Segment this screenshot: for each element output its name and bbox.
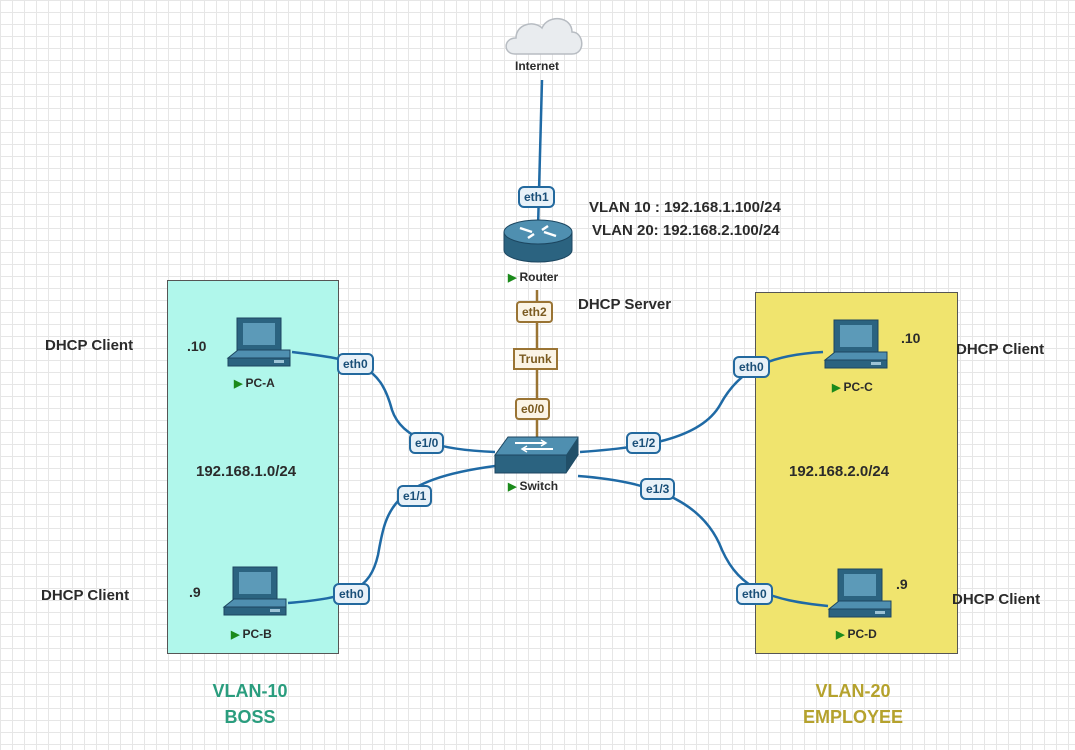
vlan20-name: VLAN-20: [815, 681, 891, 701]
play-icon[interactable]: ▶: [836, 629, 845, 641]
port-switch-e1-0: e1/0: [409, 432, 445, 454]
link-pca-switch: [291, 350, 496, 454]
router-name: Router: [519, 270, 559, 284]
pc-c-role: DHCP Client: [956, 341, 1045, 358]
router-vlan10-ip: VLAN 10 : 192.168.1.100/24: [589, 199, 781, 216]
vlan20-subnet: 192.168.2.0/24: [789, 463, 890, 480]
pc-b-icon: [222, 566, 287, 616]
router-vlan20-ip: VLAN 20: 192.168.2.100/24: [592, 222, 780, 239]
play-icon[interactable]: ▶: [234, 378, 243, 390]
vlan10-caption: VLAN-10 BOSS: [190, 678, 310, 730]
play-icon[interactable]: ▶: [832, 382, 841, 394]
pc-a-role: DHCP Client: [45, 337, 134, 354]
switch-icon: [494, 436, 579, 474]
internet-label: Internet: [515, 59, 560, 73]
vlan10-subnet: 192.168.1.0/24: [196, 463, 297, 480]
pc-d-label[interactable]: ▶PC-D: [836, 627, 877, 641]
pc-b-label[interactable]: ▶PC-B: [231, 627, 272, 641]
pc-c-host: .10: [901, 330, 921, 346]
pc-b-role: DHCP Client: [41, 587, 130, 604]
link-pcb-switch: [287, 464, 496, 605]
play-icon[interactable]: ▶: [508, 272, 517, 284]
port-pca-eth0: eth0: [337, 353, 374, 375]
pc-a-label[interactable]: ▶PC-A: [234, 376, 275, 390]
dhcp-server-label: DHCP Server: [578, 296, 672, 313]
link-pcc-switch: [579, 350, 824, 454]
trunk-label: Trunk: [513, 348, 558, 370]
router-label[interactable]: ▶Router: [508, 270, 558, 284]
vlan20-caption: VLAN-20 EMPLOYEE: [788, 678, 918, 730]
pc-a-name: PC-A: [245, 376, 275, 390]
pc-b-host: .9: [189, 584, 201, 600]
vlan10-name: VLAN-10: [212, 681, 288, 701]
port-switch-e0-0: e0/0: [515, 398, 551, 420]
vlan20-group: EMPLOYEE: [802, 707, 904, 727]
pc-c-icon: [823, 319, 888, 369]
port-switch-e1-1: e1/1: [397, 485, 433, 507]
pc-c-name: PC-C: [843, 380, 873, 394]
pc-d-role: DHCP Client: [952, 591, 1041, 608]
cloud-icon: [505, 18, 583, 55]
pc-d-host: .9: [896, 576, 908, 592]
pc-b-name: PC-B: [242, 627, 272, 641]
pc-a-icon: [226, 317, 291, 367]
port-switch-e1-2: e1/2: [626, 432, 662, 454]
router-icon: [503, 219, 573, 263]
port-pcd-eth0: eth0: [736, 583, 773, 605]
play-icon[interactable]: ▶: [231, 629, 240, 641]
link-pcd-switch: [577, 474, 829, 608]
port-router-eth1: eth1: [518, 186, 555, 208]
vlan10-group: BOSS: [224, 707, 276, 727]
pc-a-host: .10: [187, 338, 207, 354]
switch-name: Switch: [519, 479, 559, 493]
pc-d-icon: [827, 568, 892, 618]
pc-c-label[interactable]: ▶PC-C: [832, 380, 873, 394]
port-switch-e1-3: e1/3: [640, 478, 676, 500]
play-icon[interactable]: ▶: [508, 481, 517, 493]
switch-label[interactable]: ▶Switch: [508, 479, 558, 493]
pc-d-name: PC-D: [847, 627, 877, 641]
port-pcb-eth0: eth0: [333, 583, 370, 605]
port-pcc-eth0: eth0: [733, 356, 770, 378]
port-router-eth2: eth2: [516, 301, 553, 323]
